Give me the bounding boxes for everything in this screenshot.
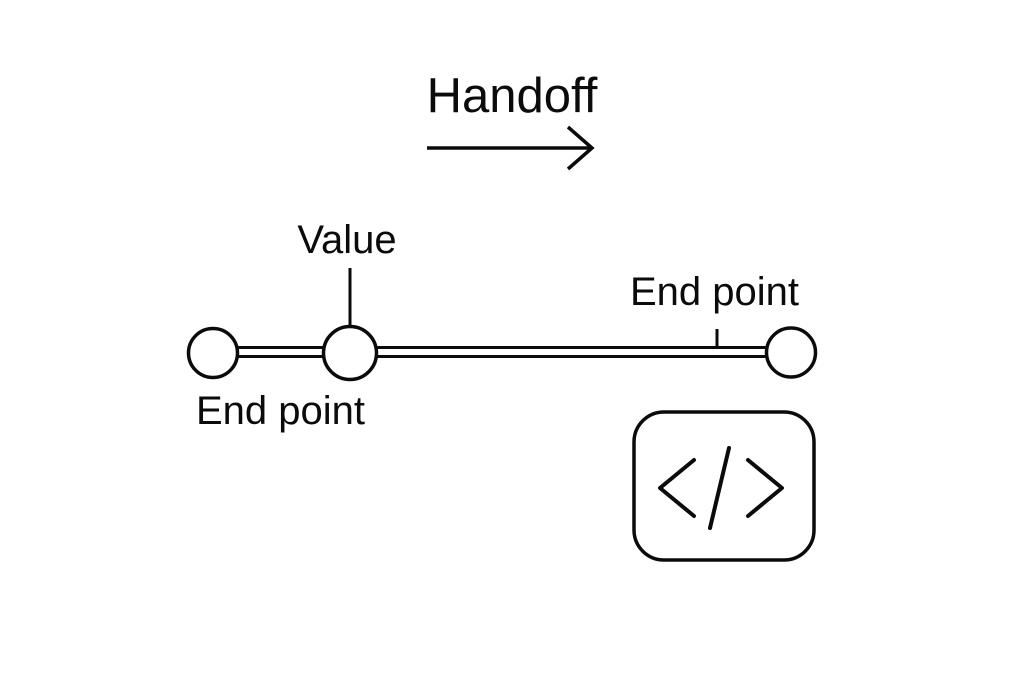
arrow-right-icon <box>427 125 595 171</box>
slider-right-endpoint-handle <box>764 326 818 379</box>
left-endpoint-label: End point <box>196 389 365 433</box>
slider-left-endpoint-handle <box>186 326 240 380</box>
code-slash-icon <box>632 410 816 562</box>
slider-track <box>211 346 793 358</box>
code-icon-frame <box>632 410 816 562</box>
right-endpoint-label: End point <box>630 270 799 314</box>
arrow-head <box>566 125 595 171</box>
value-label: Value <box>297 218 396 262</box>
code-icon-right-chevron <box>746 458 784 518</box>
diagram-title: Handoff <box>427 69 598 123</box>
slider-illustration: Value End point End point <box>186 218 818 433</box>
code-icon-left-chevron <box>658 458 696 518</box>
slider-value-handle <box>321 324 379 382</box>
code-icon-slash <box>708 446 731 530</box>
